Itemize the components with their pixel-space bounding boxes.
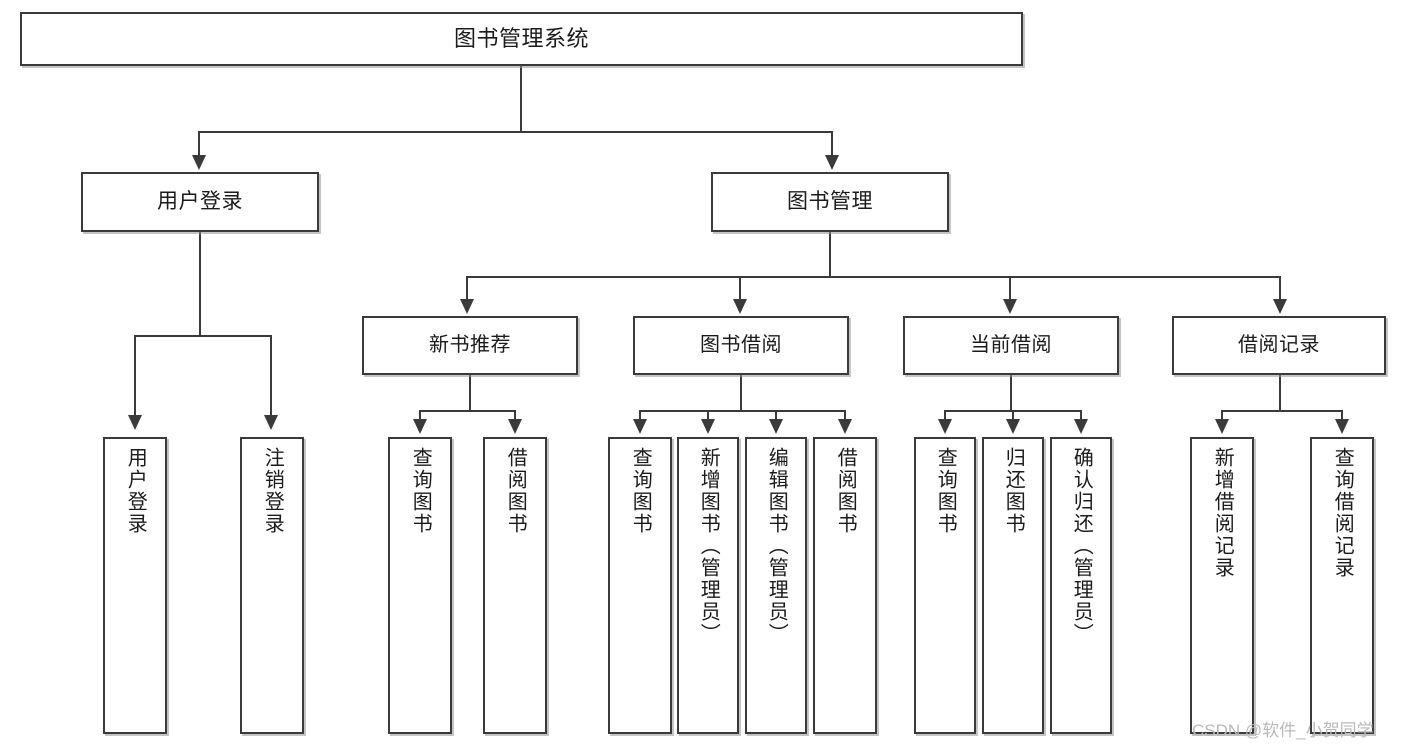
- node-leaf-rec-add-record-label: 新增借阅记录: [1211, 447, 1234, 579]
- node-current-borrow-label: 当前借阅: [970, 333, 1052, 356]
- node-leaf-cur-query-book-label: 查询图书: [934, 447, 957, 535]
- node-leaf-borrow-edit-book[interactable]: 编辑图书（管理员）: [745, 437, 807, 734]
- arrowhead-leaf-borrow-borrow-book: [838, 419, 852, 434]
- node-leaf-borrow-borrow-book-label: 借阅图书: [834, 447, 857, 535]
- node-book-manage[interactable]: 图书管理: [711, 172, 949, 232]
- node-leaf-rec-query-record[interactable]: 查询借阅记录: [1310, 437, 1374, 734]
- arrowhead-leaf-user-logout: [264, 415, 278, 430]
- connector-cur-c3: [1080, 410, 1082, 420]
- arrowhead-leaf-cur-confirm-return: [1074, 419, 1088, 434]
- connector-user-login-right: [270, 335, 272, 416]
- connector-to-borrow-record: [1279, 276, 1281, 300]
- node-borrow-record[interactable]: 借阅记录: [1172, 316, 1386, 375]
- connector-borrow-stem: [740, 375, 742, 411]
- connector-rec-right: [514, 410, 516, 420]
- connector-borrow-c4: [844, 410, 846, 420]
- node-borrow-record-label: 借阅记录: [1238, 333, 1320, 356]
- arrowhead-book-borrow: [733, 299, 747, 314]
- node-leaf-rec-borrow-book[interactable]: 借阅图书: [483, 437, 547, 734]
- arrowhead-leaf-borrow-edit-book: [769, 419, 783, 434]
- connector-borrow-c1: [639, 410, 641, 420]
- node-leaf-rec-query-book-label: 查询图书: [409, 447, 432, 535]
- arrowhead-borrow-record: [1273, 299, 1287, 314]
- connector-user-login-left: [134, 335, 136, 416]
- connector-user-login-bus: [134, 335, 272, 337]
- connector-borrow-bus: [639, 410, 845, 412]
- connector-cur-c1: [944, 410, 946, 420]
- arrowhead-book-manage: [825, 155, 839, 170]
- node-current-borrow[interactable]: 当前借阅: [903, 316, 1119, 375]
- node-leaf-user-login[interactable]: 用户登录: [103, 437, 167, 734]
- connector-rec-stem: [469, 375, 471, 411]
- connector-to-book-borrow: [739, 276, 741, 300]
- connector-to-book-manage: [831, 131, 833, 156]
- node-root[interactable]: 图书管理系统: [20, 12, 1023, 66]
- node-leaf-user-logout-label: 注销登录: [261, 447, 284, 535]
- watermark: CSDN @软件_小贺同学: [1192, 721, 1374, 740]
- connector-cur-stem: [1010, 375, 1012, 411]
- node-new-book-recommend[interactable]: 新书推荐: [362, 316, 578, 375]
- connector-record-bus: [1221, 410, 1342, 412]
- connector-rec-left: [419, 410, 421, 420]
- node-leaf-borrow-add-book[interactable]: 新增图书（管理员）: [677, 437, 739, 734]
- arrowhead-user-login: [192, 155, 206, 170]
- arrowhead-current-borrow: [1003, 299, 1017, 314]
- node-leaf-rec-query-record-label: 查询借阅记录: [1331, 447, 1354, 579]
- node-root-label: 图书管理系统: [453, 26, 589, 52]
- node-book-manage-label: 图书管理: [787, 189, 873, 213]
- arrowhead-leaf-rec-borrow-book: [508, 419, 522, 434]
- connector-level2-bus: [198, 131, 833, 133]
- connector-to-user-login: [198, 131, 200, 156]
- connector-to-current-borrow: [1009, 276, 1011, 300]
- node-leaf-borrow-query-book[interactable]: 查询图书: [608, 437, 672, 734]
- connector-record-right: [1341, 410, 1343, 420]
- connector-cur-c2: [1012, 410, 1014, 420]
- node-leaf-borrow-add-book-label: 新增图书（管理员）: [697, 447, 720, 645]
- node-new-book-recommend-label: 新书推荐: [429, 333, 511, 356]
- node-leaf-rec-add-record[interactable]: 新增借阅记录: [1190, 437, 1254, 734]
- connector-book-manage-stem: [829, 232, 831, 277]
- connector-rec-bus: [419, 410, 515, 412]
- arrowhead-leaf-rec-add-record: [1215, 419, 1229, 434]
- node-leaf-cur-return-book-label: 归还图书: [1002, 447, 1025, 535]
- connector-record-stem: [1279, 375, 1281, 411]
- node-leaf-cur-confirm-return-label: 确认归还（管理员）: [1070, 447, 1093, 645]
- connector-borrow-c3: [775, 410, 777, 420]
- node-leaf-cur-return-book[interactable]: 归还图书: [982, 437, 1044, 734]
- arrowhead-leaf-cur-return-book: [1006, 419, 1020, 434]
- arrowhead-leaf-user-login: [128, 415, 142, 430]
- arrowhead-new-book-recommend: [460, 299, 474, 314]
- connector-level3-bus: [466, 276, 1280, 278]
- arrowhead-leaf-rec-query-record: [1335, 419, 1349, 434]
- node-leaf-rec-borrow-book-label: 借阅图书: [504, 447, 527, 535]
- connector-record-left: [1221, 410, 1223, 420]
- node-leaf-borrow-query-book-label: 查询图书: [629, 447, 652, 535]
- arrowhead-leaf-borrow-query-book: [633, 419, 647, 434]
- node-user-login-label: 用户登录: [157, 189, 243, 213]
- node-book-borrow[interactable]: 图书借阅: [633, 316, 849, 375]
- connector-user-login-stem: [199, 232, 201, 336]
- node-leaf-cur-query-book[interactable]: 查询图书: [914, 437, 976, 734]
- connector-borrow-c2: [707, 410, 709, 420]
- arrowhead-leaf-borrow-add-book: [701, 419, 715, 434]
- node-leaf-rec-query-book[interactable]: 查询图书: [388, 437, 452, 734]
- arrowhead-leaf-rec-query-book: [413, 419, 427, 434]
- node-leaf-user-logout[interactable]: 注销登录: [240, 437, 304, 734]
- node-book-borrow-label: 图书借阅: [700, 333, 782, 356]
- arrowhead-leaf-cur-query-book: [938, 419, 952, 434]
- node-leaf-borrow-edit-book-label: 编辑图书（管理员）: [765, 447, 788, 645]
- node-leaf-borrow-borrow-book[interactable]: 借阅图书: [813, 437, 877, 734]
- node-user-login[interactable]: 用户登录: [81, 172, 319, 232]
- node-leaf-user-login-label: 用户登录: [124, 447, 147, 535]
- connector-to-new-book-recommend: [466, 276, 468, 300]
- node-leaf-cur-confirm-return[interactable]: 确认归还（管理员）: [1050, 437, 1112, 734]
- connector-root-stem: [520, 66, 522, 132]
